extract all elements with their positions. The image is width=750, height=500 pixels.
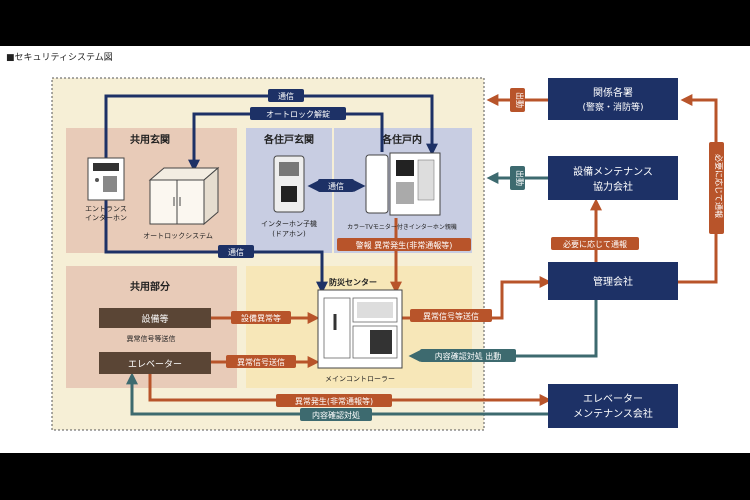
equipment-sub-label: 異常信号等送信	[127, 334, 176, 343]
autolock-release-label: オートロック解錠	[266, 109, 330, 119]
abnormal-signal-send-label: 異常信号送信	[237, 357, 285, 367]
area-title-common: 共用部分	[130, 280, 170, 293]
equipment-label: 設備等	[141, 313, 168, 325]
tv-intercom-label: カラーTVモニター付きインターホン親機	[347, 223, 457, 231]
elevator-maintenance-label-1: エレベーター	[583, 393, 643, 405]
comm-bottom-label: 通信	[228, 247, 244, 257]
comm-mid-label-bg	[318, 179, 354, 192]
autolock-door-icon	[148, 166, 220, 226]
dispatch-1-label: 出動	[515, 92, 525, 108]
emergency-bottom-line	[148, 374, 552, 406]
comm-top-label-bg	[268, 89, 304, 102]
intercom-handset-label-1: インターホン子機	[261, 219, 317, 228]
comm-bottom-line	[104, 200, 328, 294]
equip-abnormal-label-bg	[231, 311, 291, 324]
alarm-label: 警報 異常発生(非常通報等)	[356, 240, 453, 250]
confirm-bottom-label-bg	[300, 408, 372, 421]
management-box	[548, 262, 678, 300]
elevator-maintenance-label-2: メンテナンス会社	[573, 407, 653, 420]
intercom-handset-icon	[273, 155, 305, 213]
management-label: 管理会社	[593, 275, 633, 288]
equipment-box	[99, 308, 211, 328]
comm-bottom-label-bg	[218, 245, 254, 258]
emergency-bottom-label: 異常発生(非常通報等)	[295, 396, 373, 406]
comm-mid-label: 通信	[328, 181, 344, 191]
maintenance-box	[548, 156, 678, 200]
autolock-release-label-bg	[250, 107, 346, 120]
area-title-shared-entrance: 共用玄関	[130, 133, 170, 146]
autolock-system-label: オートロックシステム	[143, 232, 213, 240]
abnormal-signal-send-label-bg	[226, 355, 296, 368]
emergency-bottom-label-bg	[276, 394, 392, 407]
confirm-bottom-line	[126, 372, 548, 416]
tv-intercom-icon	[365, 152, 441, 216]
abnormal-signal-etc-label-bg	[410, 309, 492, 322]
entrance-intercom-label-2: インターホン	[85, 213, 127, 222]
abnormal-signal-etc-label: 異常信号等送信	[423, 311, 479, 321]
authorities-box	[548, 78, 678, 120]
notify-label: 必要に応じて通報	[563, 239, 627, 249]
confirm-bottom-label: 内容確認対処	[312, 410, 360, 420]
entrance-intercom-icon	[87, 157, 125, 201]
notify-vertical-label: 必要に応じて通報	[714, 154, 724, 218]
confirm-dispatch-label: 内容確認対処 出動	[435, 351, 502, 361]
page-title: ■セキュリティシステム図	[6, 52, 113, 63]
notify-label-bg	[551, 237, 639, 250]
area-title-disaster-center: 防災センター	[329, 277, 377, 287]
area-title-unit-interior: 各住戸内	[381, 133, 422, 146]
authorities-label-2: (警察・消防等)	[582, 101, 643, 113]
confirm-dispatch-label-bg	[420, 349, 516, 362]
comm-top-label: 通信	[278, 91, 294, 101]
dispatch-1-label-bg	[510, 88, 525, 112]
dispatch-2-label-bg	[510, 166, 525, 190]
equip-abnormal-label: 設備異常等	[241, 313, 281, 323]
main-controller-label: メインコントローラー	[325, 375, 395, 383]
maintenance-label-2: 協力会社	[593, 180, 633, 193]
maintenance-label-1: 設備メンテナンス	[573, 165, 653, 178]
notify-vertical-label-bg	[709, 142, 724, 234]
intercom-handset-label-2: (ドアホン)	[272, 230, 306, 238]
elevator-box	[99, 352, 211, 374]
entrance-intercom-label-1: エントランス	[85, 205, 127, 213]
alarm-label-bg	[337, 238, 471, 251]
area-title-unit-entrance: 各住戸玄関	[263, 133, 314, 146]
main-controller-icon	[317, 289, 403, 369]
authorities-label-1: 関係各署	[593, 86, 633, 99]
elevator-label: エレベーター	[128, 359, 182, 370]
dispatch-2-label: 出動	[515, 170, 525, 186]
elevator-maintenance-box	[548, 384, 678, 428]
